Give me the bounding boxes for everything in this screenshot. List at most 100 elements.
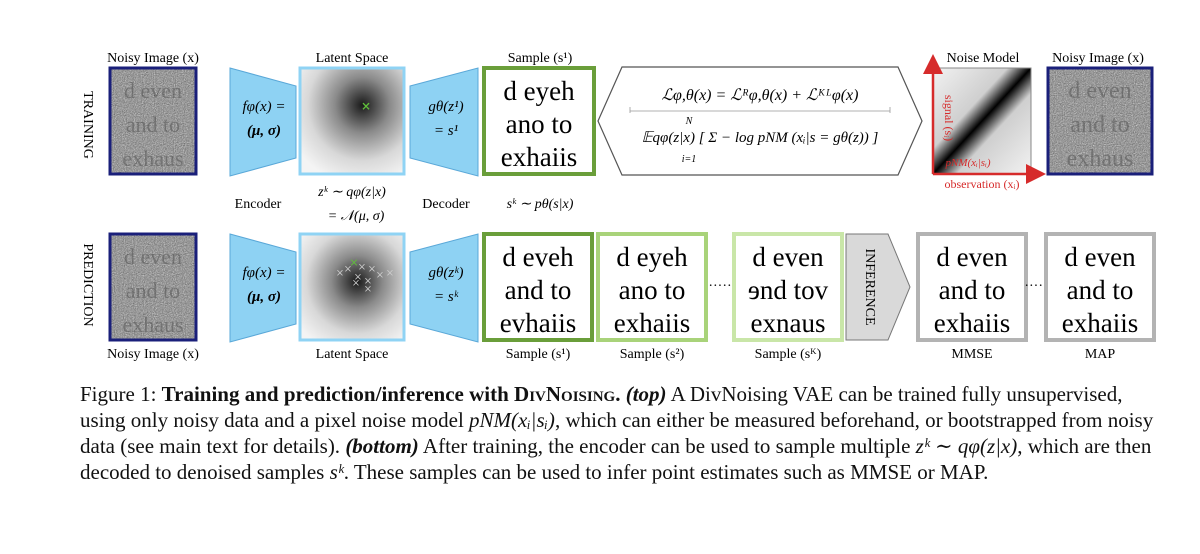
loss-box: ℒφ,θ(x) = ℒᴿφ,θ(x) + ℒᴷᴸφ(x) 𝔼qφ(z|x) [ …	[597, 66, 923, 176]
label-decoder: Decoder	[422, 197, 470, 212]
label-bottom-s1: Sample (s¹)	[506, 347, 571, 362]
svg-text:d eyeh: d eyeh	[616, 242, 688, 272]
svg-text:×: ×	[364, 284, 372, 295]
svg-text:= s¹: = s¹	[434, 123, 459, 139]
svg-text:d eyeh: d eyeh	[503, 76, 575, 106]
svg-text:(μ, σ): (μ, σ)	[247, 289, 281, 305]
top-latent-space: ×	[298, 66, 406, 176]
label-bottom-noisy: Noisy Image (x)	[107, 347, 199, 362]
map-result: d even and to exhaiis	[1044, 232, 1156, 342]
caption-divnoising: DivNoising.	[514, 382, 621, 406]
label-zk: zᵏ ∼ qφ(z|x)	[317, 185, 386, 200]
caption-fig: Figure 1:	[80, 382, 162, 406]
row-label-prediction: PREDICTION	[80, 243, 95, 326]
svg-text:evhaiis: evhaiis	[500, 308, 576, 338]
svg-text:exhaiis: exhaiis	[1062, 308, 1138, 338]
svg-text:exhaiis: exhaiis	[501, 142, 577, 172]
svg-text:d even: d even	[752, 242, 824, 272]
caption-bottom-tag: (bottom)	[345, 434, 419, 458]
svg-text:exnaus: exnaus	[751, 308, 826, 338]
caption-title: Training and prediction/inference with	[161, 382, 515, 406]
svg-text:i=1: i=1	[682, 154, 697, 165]
mmse-result: d even and to exhaiis	[916, 232, 1028, 342]
caption-text2: , which can either be measured beforehan…	[80, 408, 1154, 458]
svg-text:ɘnd tov: ɘnd tov	[748, 275, 829, 305]
svg-text:ℒφ,θ(x) = ℒᴿφ,θ(x) + ℒᴷᴸφ(x): ℒφ,θ(x) = ℒᴿφ,θ(x) + ℒᴷᴸφ(x)	[662, 87, 859, 104]
dots-samples: ·····	[708, 279, 731, 294]
svg-text:×: ×	[336, 268, 344, 279]
svg-text:ano to: ano to	[506, 109, 573, 139]
svg-text:d even: d even	[124, 244, 182, 269]
svg-text:×: ×	[352, 278, 360, 289]
label-top-noisy-right: Noisy Image (x)	[1052, 51, 1144, 66]
svg-text:exhaus: exhaus	[1067, 146, 1134, 172]
svg-text:and to: and to	[1067, 275, 1134, 305]
bottom-sample-s1: d eveh and to evhaiis	[482, 232, 594, 342]
svg-text:and to: and to	[126, 112, 180, 137]
label-top-sample: Sample (s¹)	[508, 51, 573, 66]
label-top-noisy: Noisy Image (x)	[107, 51, 199, 66]
svg-text:ano to: ano to	[619, 275, 686, 305]
svg-text:(μ, σ): (μ, σ)	[247, 123, 281, 139]
svg-text:fφ(x) =: fφ(x) =	[243, 99, 286, 115]
caption-text3: After training, the encoder can be used …	[418, 434, 916, 458]
label-sk-dist: sᵏ ∼ pθ(s|x)	[507, 197, 574, 212]
label-bottom-sk: Sample (sᴷ)	[755, 347, 822, 362]
label-bottom-s2: Sample (s²)	[620, 347, 685, 362]
svg-text:exhaiis: exhaiis	[934, 308, 1010, 338]
svg-text:d eveh: d eveh	[502, 242, 574, 272]
svg-text:×: ×	[344, 264, 352, 275]
bottom-encoder: fφ(x) = (μ, σ)	[229, 233, 297, 343]
caption-text4: , which are then decoded to denoised sam…	[80, 434, 1152, 484]
caption-s: sᵏ	[329, 460, 344, 484]
label-top-latent: Latent Space	[316, 51, 389, 66]
svg-text:exhaiis: exhaiis	[614, 308, 690, 338]
svg-text:×: ×	[368, 264, 376, 275]
bottom-latent-space: × × × × × × × × × × ×	[298, 232, 406, 342]
label-map: MAP	[1085, 347, 1116, 362]
bottom-sample-s2: d eyeh ano to exhaiis	[596, 232, 708, 342]
pnm-label: pNM(xᵢ|sᵢ)	[945, 157, 991, 169]
svg-text:d even: d even	[124, 78, 182, 103]
svg-text:gθ(z¹): gθ(z¹)	[428, 99, 463, 115]
svg-text:and to: and to	[505, 275, 572, 305]
svg-text:and to: and to	[1070, 112, 1129, 138]
signal-axis-label: signal (sᵢ)	[942, 95, 956, 141]
bottom-noisy-image: d even and to exhaus	[108, 232, 198, 342]
bottom-sample-sk: d even ɘnd tov exnaus	[732, 232, 844, 342]
label-noise-model: Noise Model	[947, 51, 1020, 66]
row-label-training: TRAINING	[80, 91, 95, 159]
svg-text:×: ×	[354, 272, 362, 283]
svg-text:fφ(x) =: fφ(x) =	[243, 265, 286, 281]
label-encoder: Encoder	[235, 197, 282, 212]
top-noisy-image-right: d even and to exhaus	[1046, 66, 1154, 176]
svg-text:×: ×	[376, 270, 384, 281]
svg-text:×: ×	[364, 276, 372, 287]
top-decoder: gθ(z¹) = s¹	[409, 67, 479, 177]
svg-text:INFERENCE: INFERENCE	[862, 249, 877, 326]
svg-text:d even: d even	[1068, 78, 1131, 104]
top-encoder: fφ(x) = (μ, σ)	[229, 67, 297, 177]
top-sample-s1: d eyeh ano to exhaiis	[482, 66, 596, 176]
svg-text:𝔼qφ(z|x) [ Σ − log pNM (xᵢ|s: 𝔼qφ(z|x) [ Σ − log pNM (xᵢ|s = gθ(z)) ]	[642, 130, 879, 146]
svg-text:N: N	[685, 116, 694, 127]
caption-text1: A DivNoising VAE can be trained fully un…	[80, 382, 1123, 432]
svg-text:×: ×	[386, 268, 394, 279]
noise-model-plot: signal (sᵢ) observation (xᵢ) pNM(xᵢ|sᵢ)	[923, 54, 1046, 191]
inference-arrow: INFERENCE	[845, 233, 911, 341]
svg-text:d even: d even	[936, 242, 1008, 272]
svg-text:gθ(zᵏ): gθ(zᵏ)	[429, 265, 464, 281]
label-mmse: MMSE	[951, 347, 992, 362]
figure-caption: Figure 1: Training and prediction/infere…	[80, 381, 1160, 485]
bottom-decoder: gθ(zᵏ) = sᵏ	[409, 233, 479, 343]
caption-top-tag: (top)	[625, 382, 667, 406]
dots-estimates: ·····	[1024, 279, 1047, 294]
caption-text5: . These samples can be used to infer poi…	[343, 460, 989, 484]
label-bottom-latent: Latent Space	[316, 347, 389, 362]
caption-z: zᵏ ∼ qφ(z|x)	[915, 434, 1018, 458]
latent-center-mark: ×	[361, 99, 371, 113]
svg-text:×: ×	[358, 262, 366, 273]
caption-pnm: pNM(xᵢ|sᵢ)	[469, 408, 555, 432]
svg-text:and to: and to	[939, 275, 1006, 305]
